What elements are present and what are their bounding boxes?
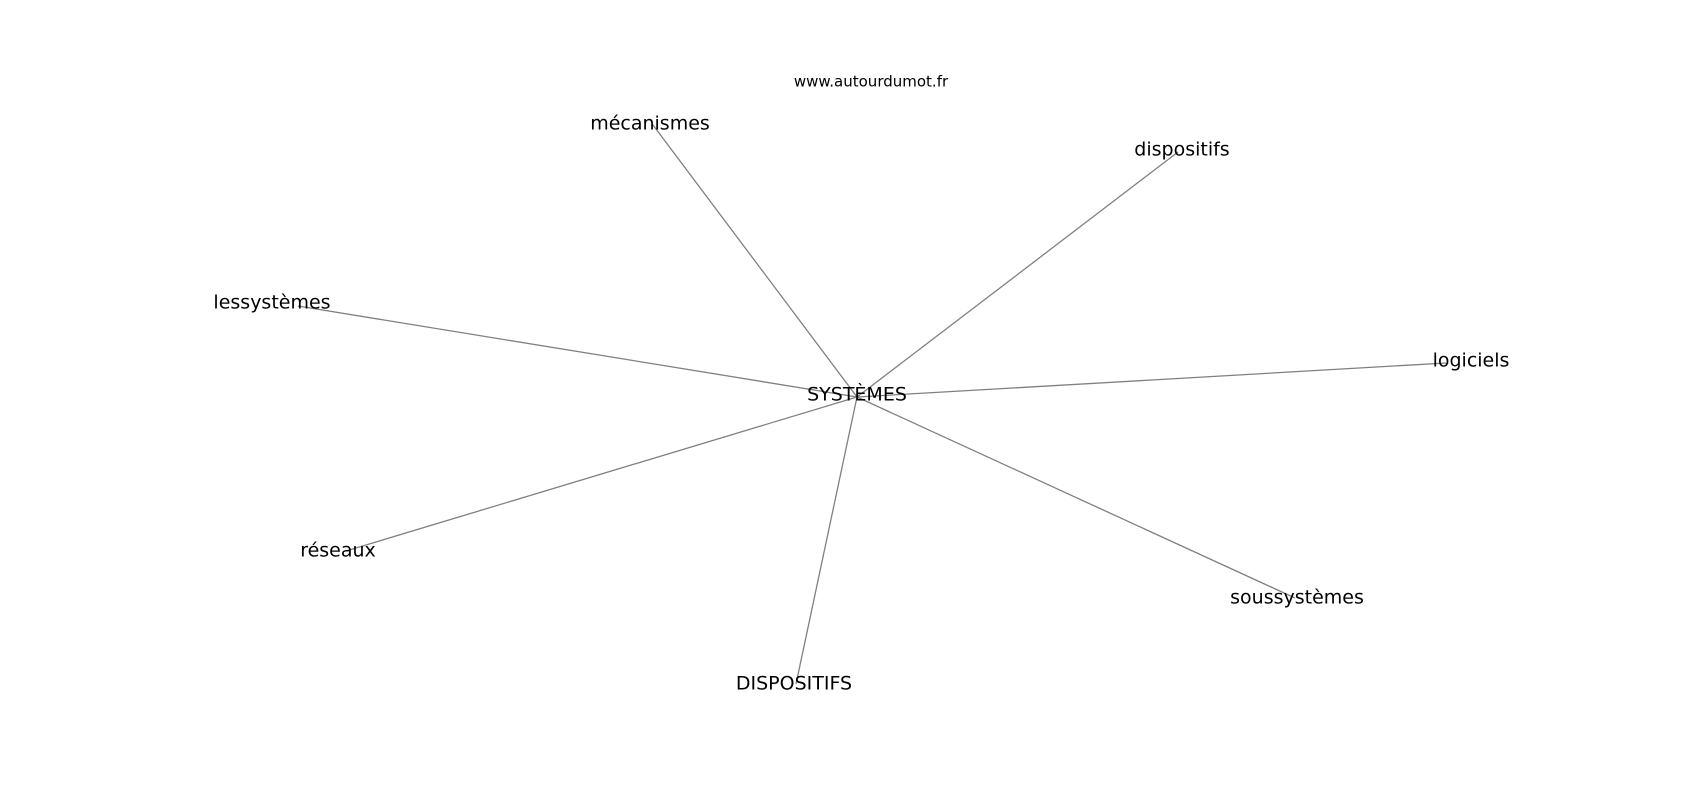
edges-group [297,124,1447,685]
edge-lessystemes [297,305,858,398]
node-label-lessystemes[interactable]: lessystèmes [213,292,330,314]
edge-reseaux [345,396,858,552]
edge-dispositifs-upper [795,396,858,685]
edge-logiciels [856,362,1447,398]
edge-dispositifs [856,151,1179,398]
watermark-text[interactable]: www.autourdumot.fr [794,73,949,91]
node-label-dispositifs[interactable]: dispositifs [1134,139,1229,161]
edge-soussystemes [856,396,1296,599]
center-node-label[interactable]: SYSTÈMES [807,383,907,406]
node-label-reseaux[interactable]: réseaux [300,540,376,562]
node-label-dispositifs-upper[interactable]: DISPOSITIFS [736,673,852,695]
labels-group: www.autourdumot.fr SYSTÈMES mécanismes d… [213,73,1509,695]
node-label-logiciels[interactable]: logiciels [1433,350,1510,372]
node-label-mecanismes[interactable]: mécanismes [590,113,710,135]
node-label-soussystemes[interactable]: soussystèmes [1230,587,1364,609]
edge-mecanismes [652,124,858,398]
